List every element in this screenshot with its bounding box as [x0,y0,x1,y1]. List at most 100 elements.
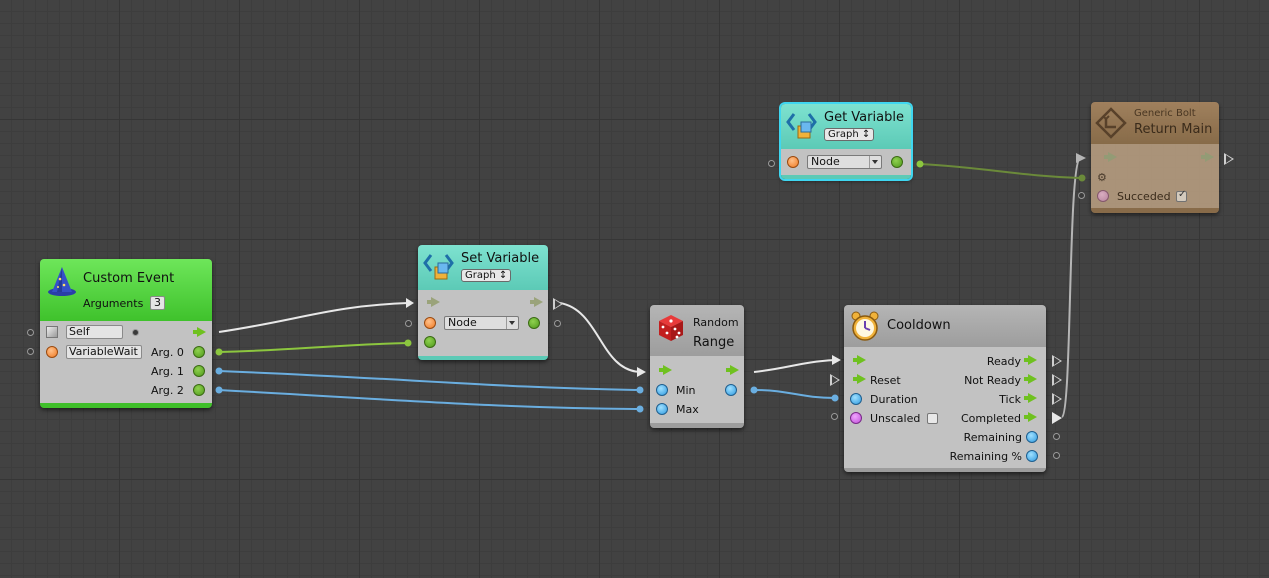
custom-event-title: Custom Event [83,271,175,286]
unscaled-port[interactable] [850,412,862,424]
completed-output-arrow[interactable] [1052,412,1062,424]
not-ready-output-arrow[interactable] [1052,374,1062,386]
set-variable-output-hole[interactable] [554,320,561,327]
wire-set-variable-to-random [559,302,641,373]
wire-random-to-cooldown [753,359,836,373]
cooldown-header[interactable]: Cooldown [844,305,1046,347]
wire-get-variable-to-return-main [919,163,1081,179]
succeeded-port[interactable] [1097,190,1109,202]
custom-event-name-input-port[interactable] [27,348,34,355]
completed-port[interactable] [1024,412,1037,422]
set-variable-name-dropdown[interactable]: Node [444,316,519,330]
variable-icon [423,254,454,280]
tick-output-arrow[interactable] [1052,393,1062,405]
set-variable-name-port[interactable] [424,317,436,329]
custom-event-target-input-port[interactable] [27,329,34,336]
arg2-label: Arg. 2 [151,384,184,397]
reset-label: Reset [870,374,901,387]
max-port[interactable] [656,403,668,415]
set-variable-kind-selector[interactable]: Graph ↕ [461,269,512,282]
wizard-hat-icon [48,267,76,296]
set-variable-value-port[interactable] [424,336,436,348]
reset-port[interactable] [853,374,866,384]
target-self-field[interactable]: Self [66,325,123,339]
remaining-percent-output-hole[interactable] [1053,452,1060,459]
not-ready-label: Not Ready [964,374,1021,387]
return-main-exit-port[interactable] [1201,152,1214,162]
arg2-port[interactable] [193,384,205,396]
target-output-port[interactable] [132,329,139,336]
max-label: Max [676,403,699,416]
min-port[interactable] [656,384,668,396]
random-range-title-line2: Range [693,335,735,350]
wire-random-value-to-duration [753,389,836,399]
get-variable-input-hole[interactable] [768,160,775,167]
return-main-node[interactable]: Generic Bolt Return Main ⚙ Succeded ✓ [1091,102,1219,213]
cooldown-body: Ready Reset Not Ready Duration Tick Unsc… [844,347,1046,468]
set-variable-body: Node [418,290,548,356]
set-variable-node[interactable]: Set Variable Graph ↕ Node [418,245,548,360]
remaining-percent-label: Remaining % [949,450,1022,463]
wire-custom-event-to-set-variable [218,302,409,333]
dice-icon [659,315,683,341]
alarm-clock-icon [851,311,879,341]
random-range-enter-port[interactable] [659,365,672,375]
custom-event-node[interactable]: Custom Event Arguments 3 Self VariableWa… [40,259,212,408]
set-variable-header[interactable]: Set Variable Graph ↕ [418,245,548,290]
arg1-port[interactable] [193,365,205,377]
get-variable-header[interactable]: Get Variable Graph ↕ [781,104,911,149]
cooldown-reset-input-arrow[interactable] [830,374,840,386]
custom-event-trigger-port[interactable] [193,327,206,337]
remaining-port[interactable] [1026,431,1038,443]
random-range-exit-port[interactable] [726,365,739,375]
set-variable-output-port[interactable] [528,317,540,329]
set-variable-enter-port[interactable] [427,297,440,307]
arguments-label: Arguments [83,297,144,310]
return-main-subtitle: Generic Bolt [1134,108,1196,119]
get-variable-node[interactable]: Get Variable Graph ↕ Node [781,104,911,179]
not-ready-port[interactable] [1024,374,1037,384]
get-variable-title: Get Variable [824,110,904,125]
min-label: Min [676,384,696,397]
cooldown-unscaled-input-hole[interactable] [831,413,838,420]
remaining-output-hole[interactable] [1053,433,1060,440]
set-variable-input-hole[interactable] [405,320,412,327]
succeeded-checkbox[interactable]: ✓ [1176,189,1187,202]
custom-event-header[interactable]: Custom Event Arguments 3 [40,259,212,321]
event-name-field[interactable]: VariableWait [66,345,142,359]
return-main-succeeded-input-hole[interactable] [1078,192,1085,199]
random-range-title-line1: Random [693,316,739,329]
tick-port[interactable] [1024,393,1037,403]
ready-port[interactable] [1024,355,1037,365]
get-variable-name-port[interactable] [787,156,799,168]
arguments-count-field[interactable]: 3 [150,296,165,310]
get-variable-name-value: Node [811,155,840,168]
event-name-port[interactable] [46,346,58,358]
duration-port[interactable] [850,393,862,405]
random-range-output-port[interactable] [725,384,737,396]
get-variable-name-dropdown[interactable]: Node [807,155,882,169]
cooldown-footer [844,468,1046,472]
arg1-label: Arg. 1 [151,365,184,378]
get-variable-output-port[interactable] [891,156,903,168]
get-variable-kind-selector[interactable]: Graph ↕ [824,128,875,141]
return-main-footer [1091,208,1219,213]
random-range-header[interactable]: Random Range [650,305,744,356]
custom-event-footer [40,403,212,408]
return-main-header[interactable]: Generic Bolt Return Main [1091,102,1219,144]
random-range-node[interactable]: Random Range Min Max [650,305,744,428]
arg0-port[interactable] [193,346,205,358]
cooldown-enter-port[interactable] [853,355,866,365]
set-variable-exit-arrow[interactable] [553,298,563,310]
remaining-percent-port[interactable] [1026,450,1038,462]
ready-output-arrow[interactable] [1052,355,1062,367]
cooldown-node[interactable]: Cooldown Ready Reset Not Ready Duration … [844,305,1046,472]
remaining-label: Remaining [963,431,1022,444]
set-variable-exit-port[interactable] [530,297,543,307]
set-variable-footer [418,356,548,360]
unscaled-checkbox[interactable] [927,413,938,424]
gear-icon: ⚙ [1097,171,1107,184]
return-main-output-arrow[interactable] [1224,153,1234,165]
get-variable-footer [781,175,911,179]
return-main-enter-port[interactable] [1104,152,1117,162]
